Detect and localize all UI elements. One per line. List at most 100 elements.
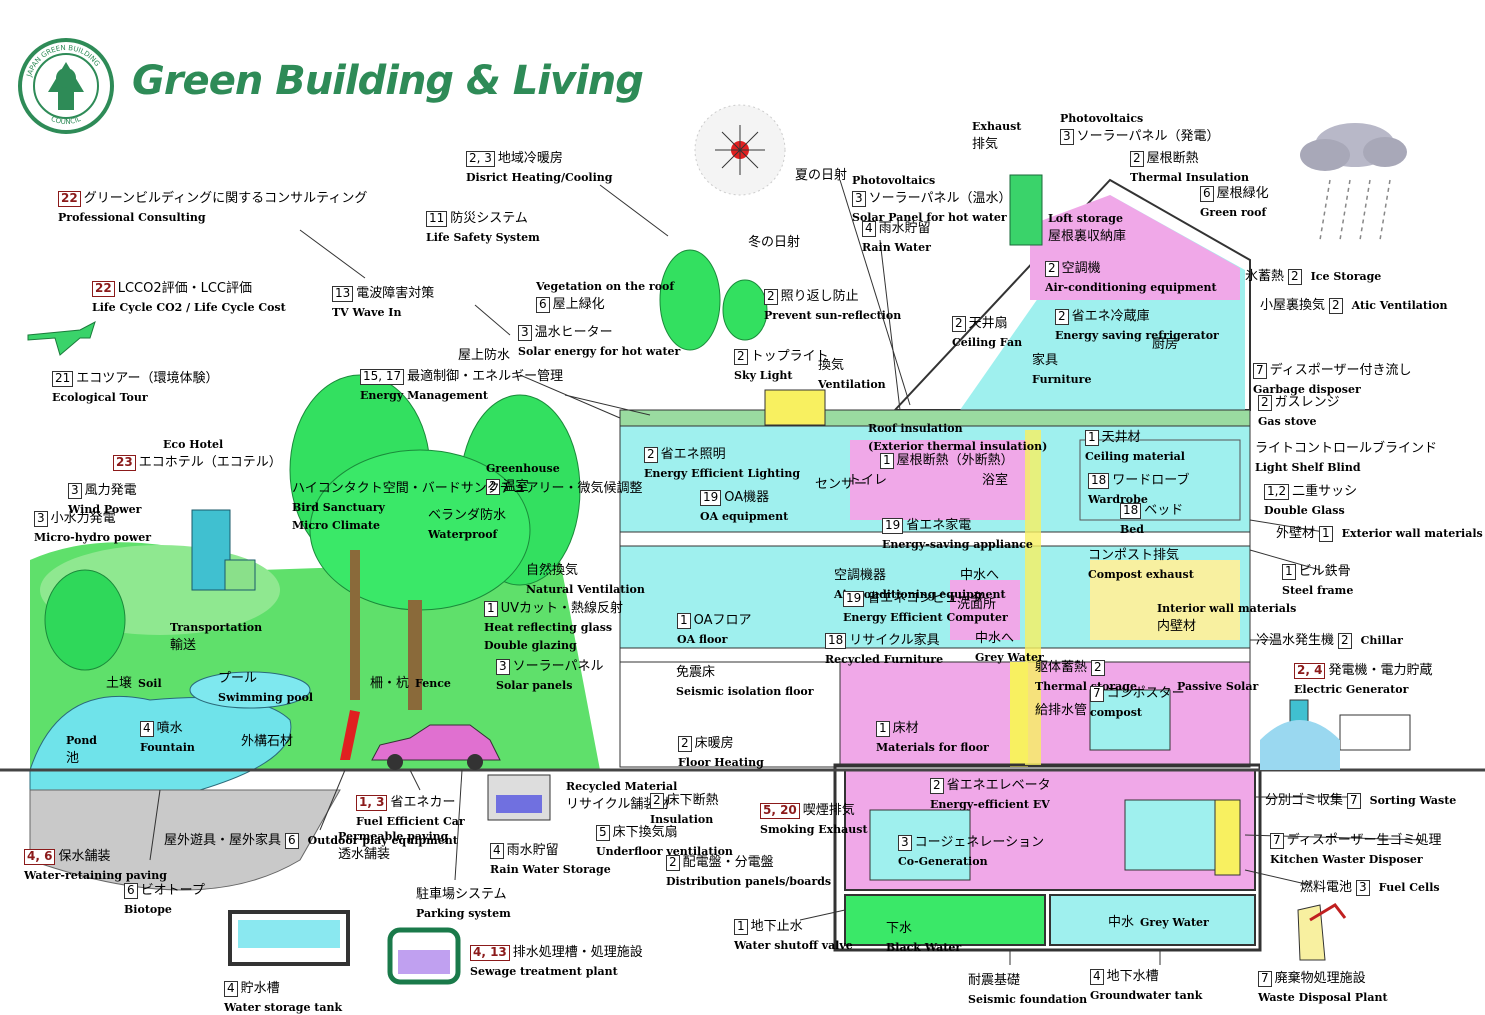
label-en: Fuel Cells	[1378, 881, 1440, 894]
label-jp: 喫煙排気	[802, 803, 855, 818]
label-number: 21	[52, 371, 74, 387]
label-en: Fountain	[140, 740, 195, 754]
label-jp: 床下断熱	[666, 793, 719, 808]
label-en: compost	[1090, 705, 1142, 719]
label-en-secondary: Double glazing	[484, 639, 577, 653]
label-jp: UVカット・熱線反射	[500, 601, 624, 616]
label-number: 4	[490, 843, 504, 859]
label-en: Water storage tank	[224, 1000, 343, 1014]
label-jp: 小屋裏換気	[1260, 298, 1326, 313]
label-number: 3	[518, 325, 532, 341]
label-number: 19	[882, 518, 904, 534]
label-number: 4	[140, 721, 154, 737]
label-number: 2	[1091, 660, 1105, 676]
label-jp: ベランダ防水	[428, 508, 507, 523]
label-number: 4	[224, 981, 238, 997]
label-number: 1, 3	[356, 795, 388, 811]
label-jp: ディスポーザー付き流し	[1269, 363, 1412, 378]
label-en: Ventilation	[818, 377, 886, 391]
label-en: Energy Management	[360, 388, 488, 402]
label-number: 6	[536, 297, 550, 314]
label-number: 6	[285, 833, 299, 849]
label-en: Recycled Furniture	[825, 652, 944, 666]
label-toilet: トイレ	[848, 470, 887, 489]
label-en: Groundwater tank	[1090, 988, 1203, 1002]
label-jp: 輸送	[170, 638, 197, 654]
label-washroom: 洗面所	[957, 594, 996, 613]
label-number: 2	[1045, 261, 1059, 277]
label-parking: 駐車場システム Parking system	[416, 884, 511, 921]
label-en: Ceiling material	[1085, 449, 1185, 463]
label-jp: 屋上防水	[458, 348, 511, 363]
label-jp: トイレ	[848, 473, 888, 488]
label-number: 3	[34, 511, 48, 527]
label-number: 4	[1090, 969, 1104, 985]
label-jp: 分別ゴミ収集	[1265, 793, 1344, 808]
label-en: Garbage disposer	[1253, 382, 1361, 396]
label-number: 1	[1282, 564, 1296, 580]
label-en: Air-conditioning equipment	[1045, 280, 1217, 294]
label-winter: 冬の日射	[748, 232, 800, 251]
label-en: Distribution panels/boards	[666, 874, 832, 888]
label-en: Furniture	[1032, 372, 1092, 386]
label-jp: 排水処理槽・処理施設	[512, 945, 643, 960]
label-jp: 外壁材	[1276, 526, 1316, 541]
label-en: Outdoor play equipment	[307, 834, 458, 847]
label-jp: 冷温水発生機	[1256, 633, 1335, 648]
label-jp: 天井扇	[968, 316, 1008, 331]
label-jp: 風力発電	[84, 483, 137, 498]
label-jp: 省エネ照明	[660, 447, 726, 462]
label-en: Swimming pool	[218, 690, 314, 704]
label-jp: 配電盤・分電盤	[682, 855, 774, 870]
label-en: Grey Water	[975, 650, 1044, 664]
label-jp: ガスレンジ	[1274, 395, 1340, 410]
main-building	[619, 174, 1262, 952]
label-jp: 氷蓄熱	[1245, 269, 1285, 284]
label-en: Parking system	[416, 906, 511, 920]
label-number: 4	[862, 221, 876, 237]
label-number: 2, 3	[466, 151, 495, 167]
label-en: Roof insulation	[868, 422, 963, 435]
label-jp: ワードローブ	[1112, 473, 1190, 488]
label-number: 18	[1120, 503, 1142, 519]
svg-text:COUNCIL: COUNCIL	[50, 115, 82, 126]
label-jp: 二重サッシ	[1292, 484, 1358, 499]
label-en: Wind Power	[68, 502, 142, 516]
label-en: Energy-saving appliance	[882, 537, 1033, 551]
label-en: Eco Hotel	[163, 438, 224, 451]
label-number: 6	[124, 883, 138, 899]
label-number: 3	[898, 835, 912, 851]
label-en: Prevent sun-reflection	[764, 308, 902, 322]
label-number: 3	[852, 191, 866, 208]
label-number: 18	[825, 633, 847, 649]
label-number: 2	[930, 778, 944, 794]
label-jp: 駐車場システム	[416, 887, 507, 902]
label-en: Waste Disposal Plant	[1258, 990, 1388, 1004]
label-jp: 小水力発電	[50, 511, 116, 526]
label-jp: 電波障害対策	[356, 286, 435, 301]
label-jp: 省エネ冷蔵庫	[1071, 309, 1150, 324]
label-en: Compost exhaust	[1088, 567, 1194, 581]
label-number: 2	[486, 479, 500, 496]
label-en: Life Cycle CO2 / Life Cycle Cost	[92, 300, 286, 314]
